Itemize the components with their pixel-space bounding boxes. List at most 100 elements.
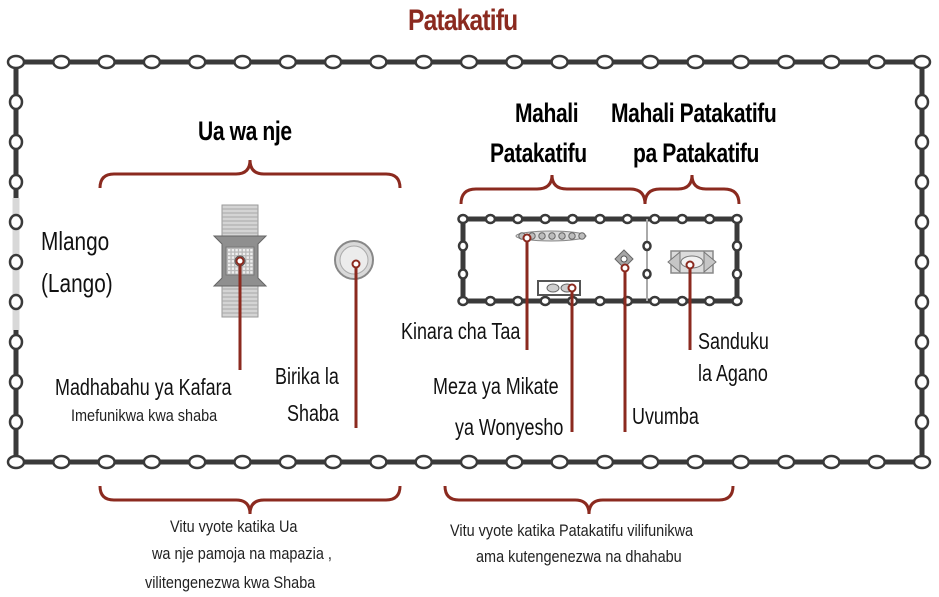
incense-altar-icon [614,249,634,269]
outer-court-footer-line1: Vitu vyote katika Ua [170,517,298,536]
building-post [649,295,661,307]
ark-label-line1: Sanduku [698,328,769,354]
fence-post [233,454,252,470]
fence-post [8,413,24,431]
fence-post [459,54,479,70]
building-post [512,295,524,307]
fence-post [369,54,388,70]
fence-post [550,454,569,470]
fence-post [731,454,751,470]
laver-label-line2: Shaba [287,400,339,426]
diagram-title: Patakatifu [408,4,518,37]
building-post [703,295,716,307]
sanctuary-footer-line1: Vitu vyote katika Patakatifu vilifunikwa [450,521,694,540]
showbread-table-label-line1: Meza ya Mikate [433,373,559,399]
fence-posts [6,54,932,470]
fence-post [867,454,886,470]
fence-post [505,454,524,470]
fence-post [52,54,71,70]
fence-post [414,454,433,470]
fence-post [8,93,24,111]
building-post [457,240,469,252]
fence-post [640,54,660,70]
outer-court-footer-line2: wa nje pamoja na mapazia , [152,544,332,563]
most-holy-bracket [643,174,741,205]
fence-post [6,54,26,70]
building-post [642,268,652,280]
fence-post [914,333,930,351]
fence-post [822,454,841,470]
outer-court-footer-bracket [98,485,402,515]
sanctuary-footer-line2: ama kutengenezwa na dhahabu [476,547,682,566]
building-post [731,268,743,280]
altar-label: Madhabahu ya Kafara [55,374,232,400]
showbread-table-label-line2: ya Wonyesho [455,414,564,440]
fence-post [52,454,71,470]
building-post [484,295,497,307]
fence-post [278,454,298,470]
fence-post [8,333,24,351]
fence-post [323,454,343,470]
building-post [457,268,469,280]
fence-post [8,173,24,191]
gate-label-line2: (Lango) [41,268,113,298]
most-holy-heading-line1: Mahali Patakatifu [611,98,777,128]
fence-post [142,454,162,470]
leader-lines [238,238,692,432]
fence-post [776,54,796,70]
fence-post [822,54,841,70]
building-post [457,295,469,307]
fence-post [369,454,388,470]
fence-post [187,454,207,470]
fence-post [914,293,930,311]
fence-post [233,54,252,70]
fence-post [595,454,615,470]
sanctuary-footer-bracket [443,485,735,515]
fence-post [914,373,930,391]
fence-post [187,54,207,70]
fence-post [914,173,930,191]
building-post [539,295,551,307]
building-post [649,213,661,225]
fence-post [914,413,930,431]
fence-post [640,454,660,470]
fence-post [8,293,24,311]
fence-post [914,93,930,111]
holy-place-bracket [459,174,647,205]
fence-post [867,54,886,70]
building-post [457,213,469,225]
leader-dots [235,233,695,293]
gate-label-line1: Mlango [41,226,110,256]
building-post [642,240,652,252]
fence-post [686,454,705,470]
fence-post [8,133,24,151]
lampstand-icon [515,230,587,242]
fence-post [8,253,24,271]
incense-label: Uvumba [632,403,699,429]
fence-post [142,54,162,70]
fence-post [776,454,796,470]
building-post [484,213,497,225]
fence-post [731,54,751,70]
building-post [676,295,688,307]
fence-post [505,54,524,70]
fence-post [8,373,24,391]
altar-note: Imefunikwa kwa shaba [71,406,218,425]
fence-post [97,454,116,470]
fence-post [459,454,479,470]
building-post [731,240,743,252]
building-post [566,213,579,225]
fence-post [595,54,615,70]
fence-post [914,133,930,151]
fence-post [914,253,930,271]
laver-label-line1: Birika la [275,363,339,389]
fence-post [8,213,24,231]
building-post [512,213,524,225]
lampstand-label: Kinara cha Taa [401,318,521,344]
outer-court-footer-line3: vilitengenezwa kwa Shaba [145,573,316,592]
ark-label-line2: la Agano [698,360,768,386]
building-post [539,213,551,225]
holy-place-heading-line1: Mahali [515,98,579,128]
outer-court-heading: Ua wa nje [198,116,292,146]
